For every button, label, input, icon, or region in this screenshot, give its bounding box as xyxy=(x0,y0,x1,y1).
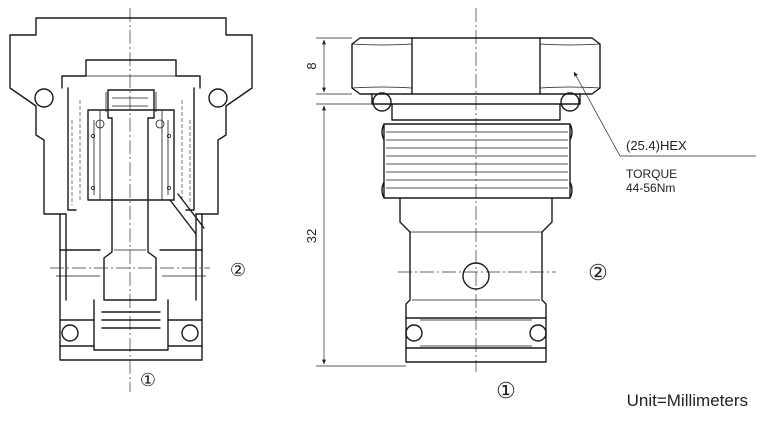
torque-value: 44-56Nm xyxy=(626,181,675,195)
section-oring-right-bottom xyxy=(181,324,199,342)
dimension-body-length-value: 32 xyxy=(304,229,319,243)
section-view: ② ① xyxy=(9,8,253,392)
exterior-body xyxy=(399,197,553,363)
section-oring-left-top xyxy=(34,88,54,108)
hex-leader-line xyxy=(574,72,756,157)
unit-note: Unit=Millimeters xyxy=(627,391,748,410)
exterior-oring-right-top xyxy=(560,92,580,112)
exterior-port1-label: ① xyxy=(496,378,516,403)
exterior-shoulder xyxy=(371,93,581,105)
section-diagonal-passage xyxy=(169,193,205,235)
exterior-view: 8 32 (25.4)HEX TORQUE 44-56Nm ② ① Unit=M… xyxy=(304,8,756,410)
exterior-oring-left-top xyxy=(372,92,392,112)
dimension-nut-height-value: 8 xyxy=(304,62,319,69)
section-lower-body xyxy=(59,213,203,301)
section-oring-right-top xyxy=(208,88,228,108)
section-oring-left-bottom xyxy=(61,324,79,342)
section-nose xyxy=(93,299,169,351)
section-cavity xyxy=(67,87,195,211)
section-port2-label: ② xyxy=(230,260,246,280)
torque-label: TORQUE xyxy=(626,167,677,181)
exterior-oring-right-bottom xyxy=(529,324,547,342)
section-cap-inner xyxy=(61,59,201,89)
section-spring-chamber xyxy=(87,109,175,201)
hex-size-label: (25.4)HEX xyxy=(626,138,687,153)
exterior-port2-hole xyxy=(462,262,490,290)
section-port1-label: ① xyxy=(140,370,156,390)
section-spool xyxy=(103,89,157,301)
exterior-thread xyxy=(381,123,573,199)
exterior-port2-label: ② xyxy=(588,260,608,285)
section-cap-outline xyxy=(9,17,253,361)
exterior-oring-left-bottom xyxy=(405,324,423,342)
